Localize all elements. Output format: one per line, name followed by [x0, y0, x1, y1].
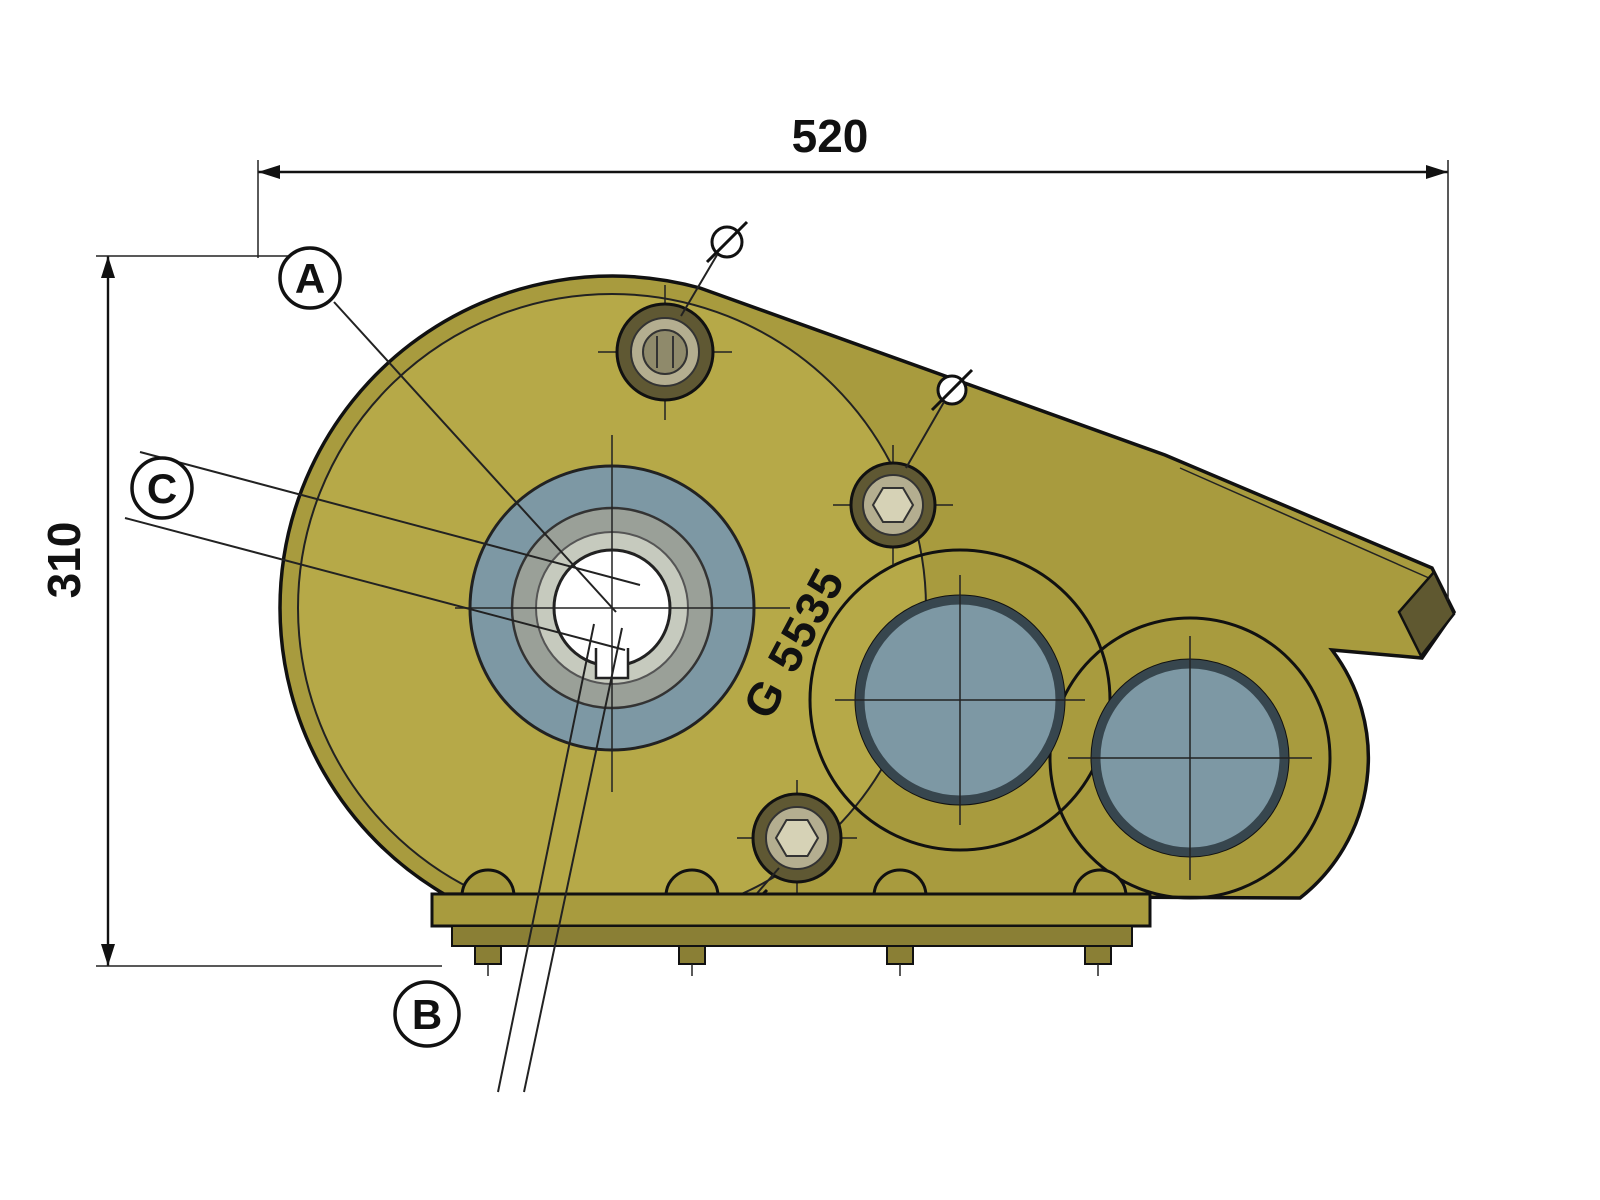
base-bolt-2 — [678, 945, 706, 965]
dimension-width: 520 — [257, 110, 1449, 600]
right-plug-hex — [871, 487, 915, 523]
leader-b-2 — [523, 627, 623, 1093]
callout-c-circle — [130, 456, 194, 520]
top-plug-leader — [680, 254, 718, 317]
top-plug-symbol — [680, 220, 749, 317]
callout-c-label: C — [147, 465, 177, 512]
dim-width-arrow-right — [1426, 165, 1448, 179]
dim-height-arrow-bottom — [101, 944, 115, 966]
base-bolt-3 — [886, 945, 914, 965]
top-plug-inner — [642, 329, 688, 375]
leader-c-2 — [124, 517, 626, 651]
callout-b-label: B — [412, 991, 442, 1038]
top-plug — [598, 220, 749, 420]
bottom-plug-hex — [774, 819, 820, 857]
callout-b: B — [393, 980, 461, 1048]
gearbox-body — [278, 274, 1457, 923]
dim-height-arrow-top — [101, 256, 115, 278]
dim-width-arrow-left — [258, 165, 280, 179]
screw-symbol-slash — [705, 220, 749, 264]
callout-a-label: A — [295, 255, 325, 302]
base-plate — [430, 892, 1152, 928]
leader-a — [333, 301, 617, 613]
leader-c-1 — [139, 451, 641, 586]
callout-a: A — [278, 246, 342, 310]
boss-housing-2 — [1048, 616, 1332, 900]
right-plug — [833, 368, 974, 565]
dim-width-value: 520 — [792, 110, 869, 162]
callout-leaders — [124, 301, 641, 1093]
base-bolt-4 — [1084, 945, 1112, 965]
screw-symbol-slash — [930, 368, 974, 412]
bearing-bores — [835, 575, 1312, 880]
dimension-height: 310 — [38, 255, 442, 967]
callout-c: C — [130, 456, 194, 520]
bottom-plug — [725, 780, 857, 932]
chute-edge-line — [1179, 467, 1439, 583]
base-strip — [451, 925, 1133, 947]
mounting-base — [430, 868, 1152, 976]
leader-b-1 — [497, 623, 595, 1093]
dim-height-value: 310 — [38, 522, 90, 599]
callout-a-circle — [278, 246, 342, 310]
base-bolts — [474, 945, 1112, 976]
oil-plugs — [598, 220, 974, 932]
base-bolt-1 — [474, 945, 502, 965]
right-plug-symbol — [905, 368, 974, 469]
callout-b-circle — [393, 980, 461, 1048]
right-plug-leader — [905, 401, 945, 469]
